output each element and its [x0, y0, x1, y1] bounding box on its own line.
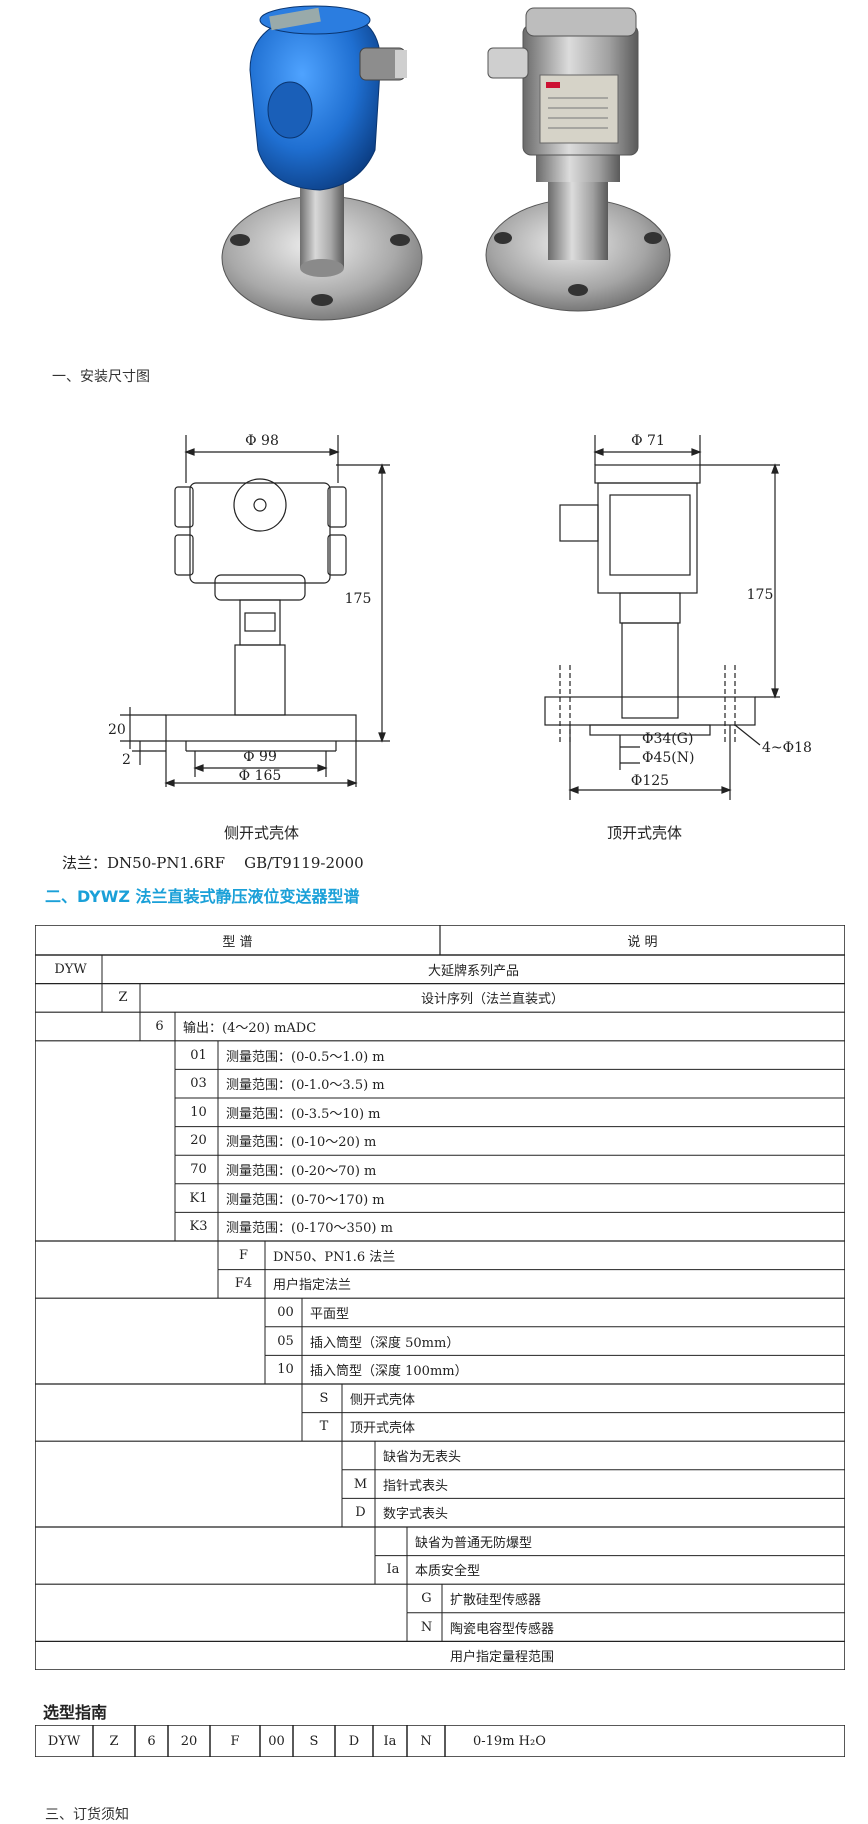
selection-guide-cell: 00	[268, 1733, 285, 1749]
spec-code-cell: 03	[190, 1076, 207, 1092]
side-dim-inner: Φ 99	[243, 749, 277, 765]
spec-header-right: 说 明	[627, 934, 658, 950]
selection-guide-cell: S	[309, 1733, 319, 1749]
spec-desc-cell: DN50、PN1.6 法兰	[273, 1249, 396, 1265]
top-dim-height: 175	[747, 587, 774, 603]
spec-desc-cell: 平面型	[310, 1306, 350, 1322]
spec-desc-cell: 输出：(4～20) mADC	[183, 1020, 317, 1036]
selection-guide-cell: D	[348, 1733, 360, 1749]
spec-code-cell: M	[353, 1476, 368, 1492]
spec-code-cell: K1	[189, 1190, 208, 1206]
spec-code-cell: 6	[155, 1018, 164, 1034]
spec-header-left: 型 谱	[222, 934, 253, 950]
spec-code-cell: 00	[277, 1304, 294, 1320]
spec-code-cell: 05	[277, 1333, 294, 1349]
selection-guide-cell: Z	[109, 1733, 119, 1749]
spec-code-cell: 10	[277, 1362, 294, 1378]
top-dim-pcd: Φ125	[631, 773, 669, 789]
spec-desc-cell: 顶开式壳体	[350, 1421, 416, 1437]
side-open-drawing: Φ 98 175 20 2 Φ 99 Φ 165	[108, 433, 390, 787]
gray-transmitter-photo	[485, 7, 671, 312]
side-caption: 侧开式壳体	[224, 824, 300, 842]
selection-guide-cell: 20	[180, 1733, 198, 1749]
section3-title: 三、订货须知	[45, 1807, 129, 1823]
spec-desc-cell: 测量范围：(0-3.5～10) m	[226, 1106, 381, 1122]
spec-desc-cell: 用户指定量程范围	[450, 1650, 555, 1666]
spec-code-cell: D	[355, 1505, 366, 1521]
flange-note: 法兰：DN50-PN1.6RF GB/T9119-2000	[62, 854, 364, 872]
spec-code-cell: T	[319, 1419, 329, 1435]
spec-desc-cell: 插入筒型（深度 50mm）	[310, 1335, 460, 1351]
spec-desc-cell: 侧开式壳体	[350, 1392, 416, 1408]
spec-desc-cell: 测量范围：(0-0.5～1.0) m	[226, 1049, 385, 1065]
spec-code-cell: N	[420, 1619, 433, 1635]
top-dim-n: Φ45(N)	[642, 750, 694, 766]
spec-desc-cell: 用户指定法兰	[273, 1278, 352, 1294]
spec-code-cell: Ia	[386, 1562, 400, 1578]
top-dim-g: Φ34(G)	[642, 731, 693, 747]
spec-desc-cell: 测量范围：(0-1.0～3.5) m	[226, 1078, 385, 1094]
selection-guide-cell: Ia	[383, 1733, 397, 1749]
top-open-drawing: Φ 71 175 Φ34(G) Φ45(N) 4~Φ18 Φ125	[544, 433, 812, 800]
spec-desc-cell: 缺省为无表头	[383, 1449, 462, 1465]
spec-desc-cell: 测量范围：(0-10～20) m	[226, 1135, 377, 1151]
spec-desc-cell: 测量范围：(0-20～70) m	[226, 1163, 377, 1179]
side-dim-top: Φ 98	[245, 433, 279, 449]
top-dim-holes: 4~Φ18	[762, 740, 812, 756]
selection-guide-cell: 0-19m H₂O	[473, 1733, 546, 1749]
selection-guide-cell: N	[420, 1733, 432, 1749]
side-dim-outer: Φ 165	[239, 768, 282, 784]
spec-code-cell: DYW	[54, 961, 87, 977]
spec-desc-cell: 陶瓷电容型传感器	[450, 1621, 555, 1637]
selection-guide-cell: 6	[147, 1733, 156, 1749]
selection-guide-table: DYW Z 6 20 F 00 S D Ia N 0-19m H₂O	[35, 1725, 845, 1757]
spec-table: 型 谱 说 明 DYW 大延牌系列产品 Z 设计序列（法兰直装式） 6 输出：(4～20) m…	[35, 925, 845, 1670]
spec-desc-cell: 插入筒型（深度 100mm）	[310, 1364, 468, 1380]
blue-transmitter-photo	[221, 5, 423, 321]
spec-desc-cell: 设计序列（法兰直装式）	[420, 992, 564, 1008]
side-dim-flange-step: 2	[122, 752, 131, 768]
spec-code-cell: G	[421, 1590, 432, 1606]
spec-code-cell: 70	[190, 1161, 207, 1177]
section2-title: 二、DYWZ 法兰直装式静压液位变送器型谱	[45, 887, 360, 906]
spec-code-cell: Z	[118, 990, 128, 1006]
spec-code-cell: 01	[190, 1047, 207, 1063]
spec-desc-cell: 数字式表头	[383, 1507, 449, 1523]
side-dim-height: 175	[345, 591, 372, 607]
top-caption: 顶开式壳体	[607, 824, 683, 842]
spec-desc-cell: 大延牌系列产品	[427, 963, 519, 979]
spec-code-cell: 10	[190, 1104, 207, 1120]
selection-guide-cell: DYW	[47, 1733, 81, 1749]
spec-code-cell: F	[238, 1247, 249, 1263]
spec-desc-cell: 测量范围：(0-70～170) m	[226, 1192, 385, 1208]
spec-table-grid	[35, 925, 845, 1670]
side-dim-flange-thick: 20	[108, 722, 126, 738]
selection-guide-title: 选型指南	[43, 1703, 108, 1722]
spec-code-cell: K3	[189, 1219, 208, 1235]
spec-desc-cell: 本质安全型	[415, 1564, 481, 1580]
spec-code-cell: S	[319, 1390, 329, 1406]
spec-desc-cell: 测量范围：(0-170～350) m	[226, 1221, 393, 1237]
spec-code-cell: 20	[190, 1133, 207, 1149]
selection-guide-cell: F	[230, 1733, 240, 1749]
selection-guide-grid	[35, 1725, 845, 1757]
spec-desc-cell: 缺省为普通无防爆型	[415, 1535, 533, 1551]
top-dim-top: Φ 71	[631, 433, 665, 449]
spec-desc-cell: 指针式表头	[383, 1478, 449, 1494]
spec-code-cell: F4	[234, 1276, 253, 1292]
section1-title: 一、安装尺寸图	[52, 369, 150, 385]
spec-desc-cell: 扩散硅型传感器	[450, 1592, 542, 1608]
